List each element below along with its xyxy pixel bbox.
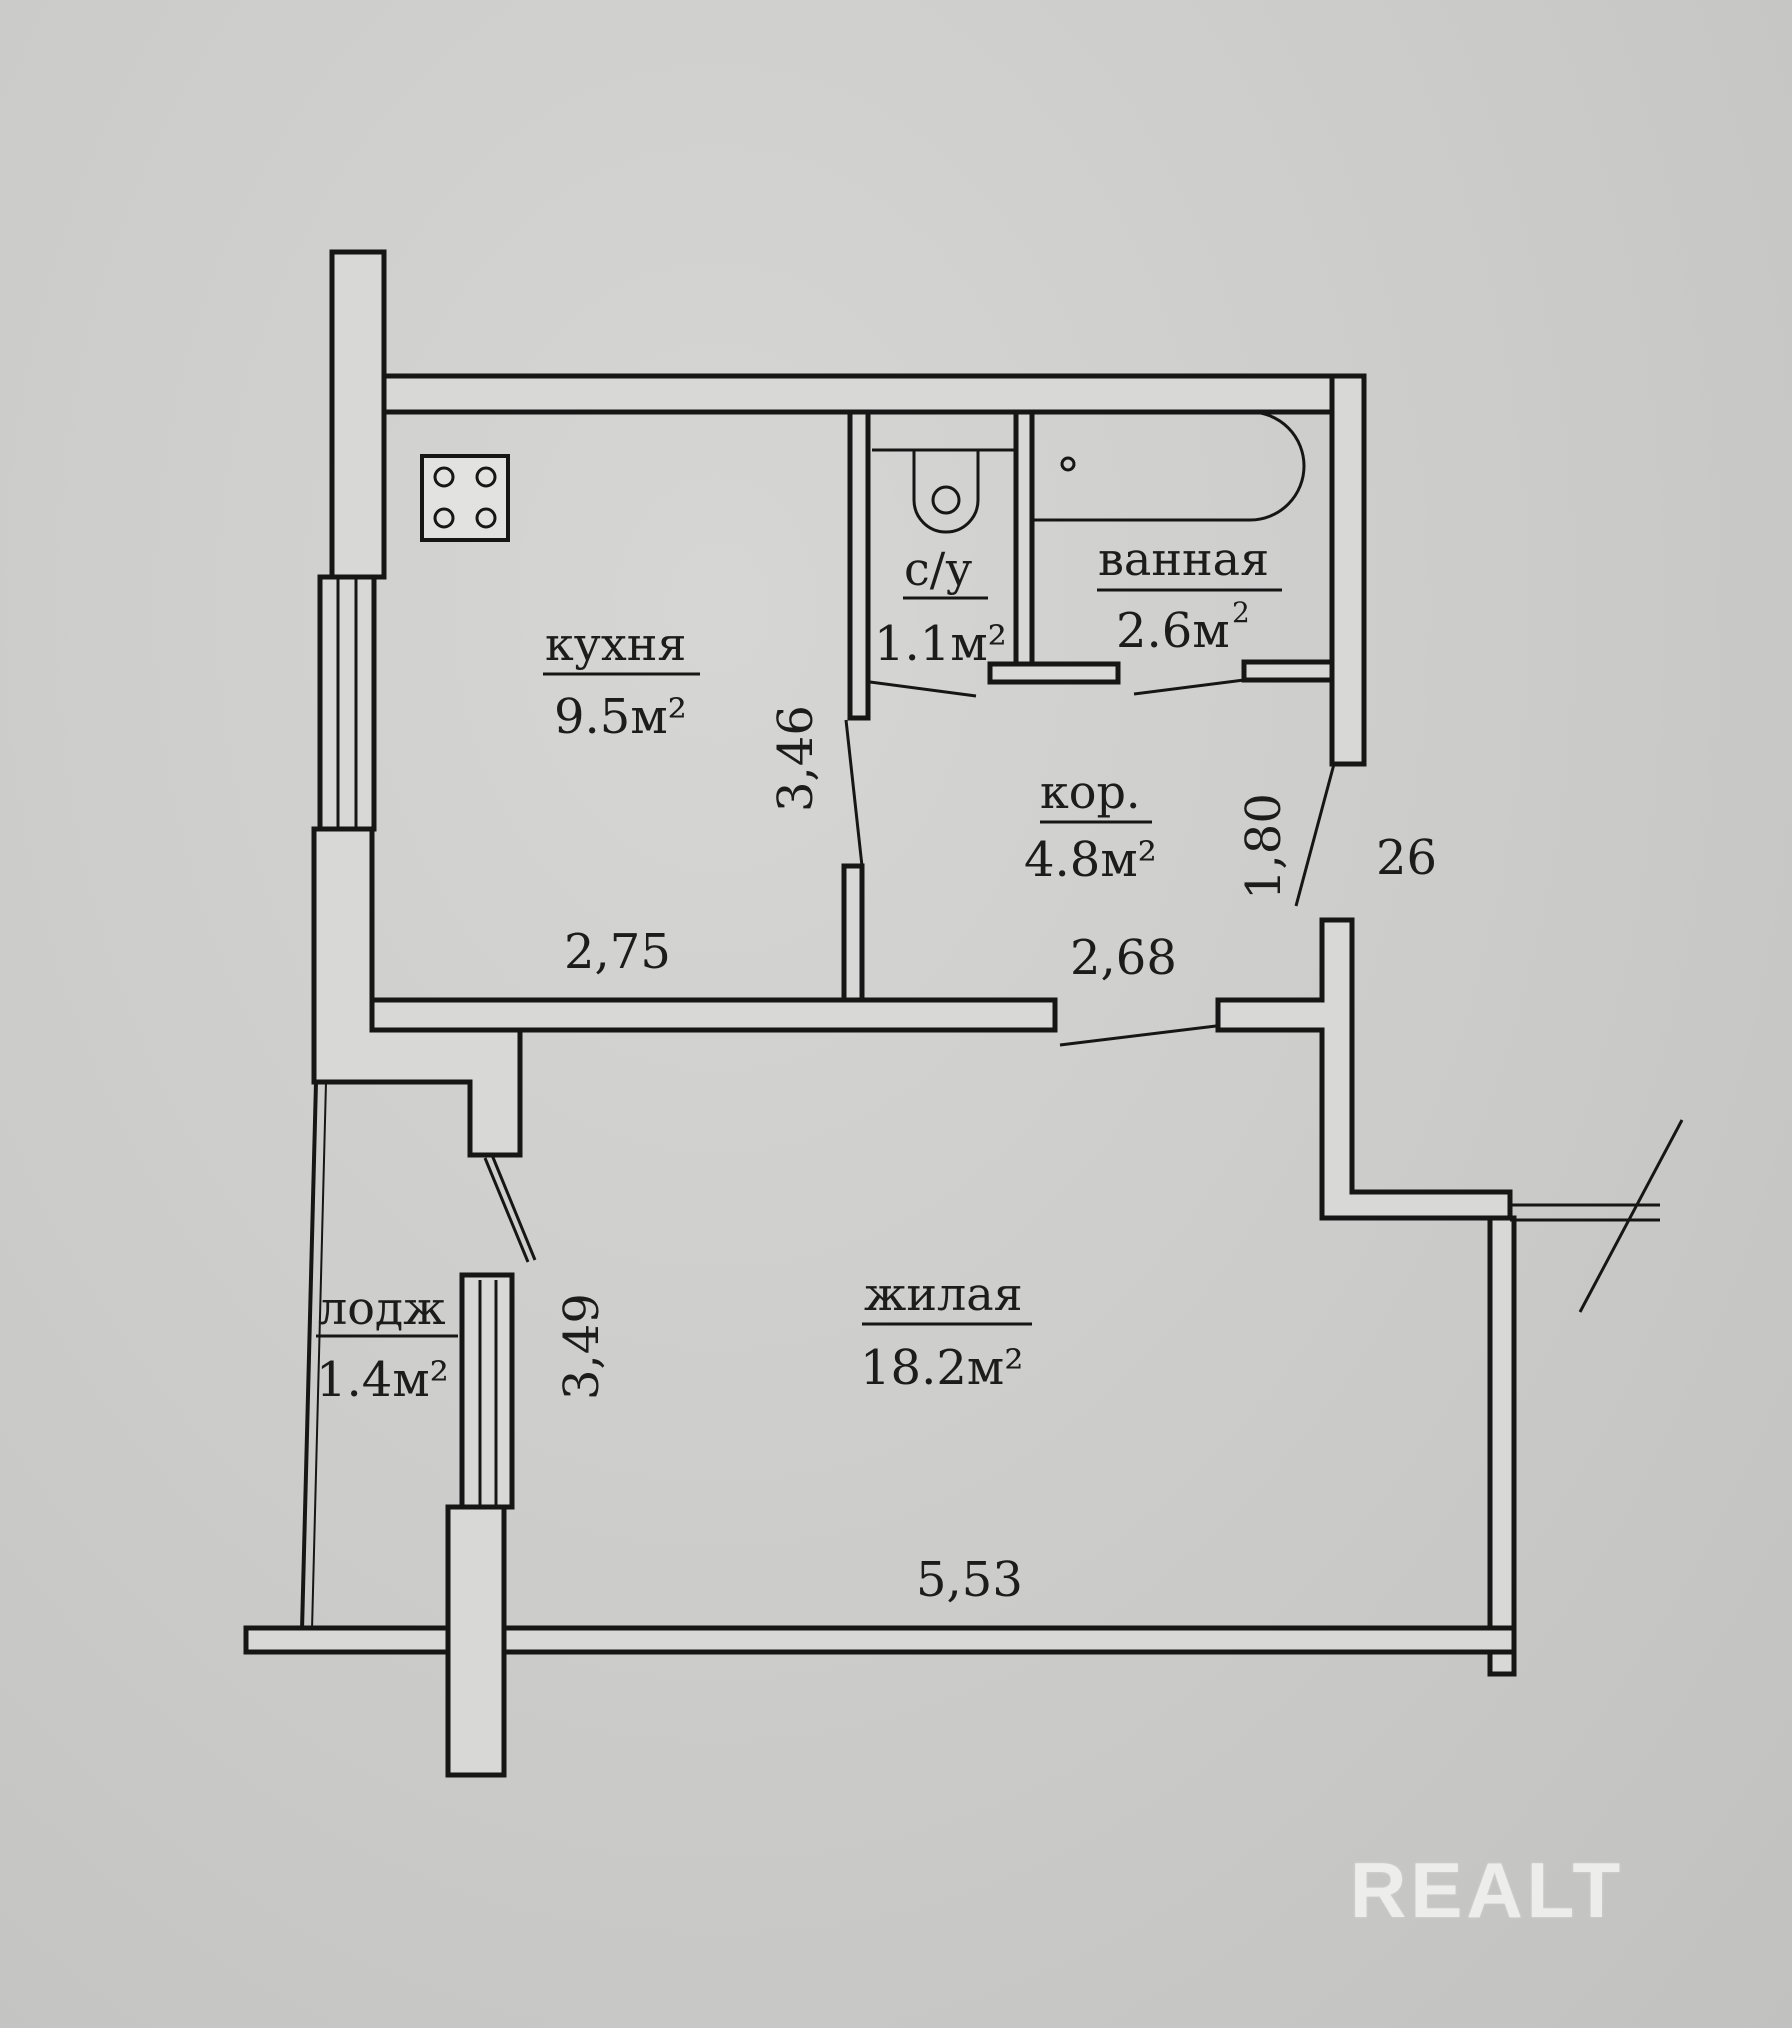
living-width: 5,53 bbox=[916, 1552, 1023, 1608]
wc-name: с/у bbox=[904, 542, 972, 596]
wall-wc-bath bbox=[1013, 409, 1035, 675]
stair-hatch bbox=[1578, 1119, 1684, 1313]
wall-bath-right bbox=[1329, 373, 1367, 767]
door-living bbox=[1059, 1024, 1217, 1047]
door-wc bbox=[869, 680, 977, 698]
walls bbox=[243, 249, 1517, 1778]
wall-pier-bottom bbox=[445, 1504, 507, 1778]
loggia-outline bbox=[300, 1081, 318, 1631]
door-kitchen bbox=[844, 719, 864, 867]
bathroom-area: 2.6м bbox=[1116, 603, 1230, 659]
kitchen-width: 2,75 bbox=[564, 924, 671, 980]
wall-wc-door-stub bbox=[987, 661, 1121, 685]
loggia-area: 1.4м² bbox=[316, 1352, 449, 1408]
living-area: 18.2м² bbox=[860, 1340, 1023, 1396]
wall-bottom bbox=[243, 1625, 1517, 1655]
wall-kitchen-wc bbox=[847, 409, 871, 721]
wall-top bbox=[381, 373, 1367, 415]
wall-living-right bbox=[1487, 1215, 1517, 1677]
wall-kitchen-corridor bbox=[841, 863, 865, 1003]
corridor-name: кор. bbox=[1040, 765, 1141, 819]
bathroom-area-superscript: 2 bbox=[1232, 596, 1250, 629]
kitchen-name: кухня bbox=[545, 617, 686, 671]
dimension-labels: 2,75 3,46 2,68 1,80 26 3,49 5,53 bbox=[554, 705, 1437, 1608]
corridor-area: 4.8м² bbox=[1024, 832, 1157, 888]
living-height: 3,49 bbox=[554, 1293, 610, 1400]
wall-kitchen-living bbox=[369, 997, 1058, 1033]
wall-corridor-right bbox=[1215, 917, 1513, 1221]
kitchen-area: 9.5м² bbox=[554, 689, 687, 745]
corridor-height: 1,80 bbox=[1236, 793, 1292, 900]
stair-note: 26 bbox=[1376, 830, 1437, 886]
wc-area: 1.1м² bbox=[874, 616, 1007, 672]
loggia-name: лодж bbox=[318, 1281, 446, 1335]
wall-left-upper bbox=[329, 249, 387, 580]
living-window bbox=[459, 1272, 515, 1510]
stove-icon bbox=[420, 454, 510, 542]
wall-bath-door-stub bbox=[1241, 659, 1335, 683]
bathtub-icon bbox=[1034, 410, 1306, 522]
door-bath bbox=[1133, 678, 1245, 696]
kitchen-window bbox=[317, 574, 377, 832]
realt-watermark-logo: REALT bbox=[1350, 1846, 1625, 1934]
door-swings bbox=[483, 678, 1684, 1313]
bathroom-name: ванная bbox=[1098, 532, 1269, 586]
wall-left-lower bbox=[311, 826, 523, 1158]
living-name: жилая bbox=[864, 1267, 1023, 1321]
door-loggia bbox=[483, 1157, 530, 1263]
kitchen-height: 3,46 bbox=[768, 705, 824, 812]
corridor-width: 2,68 bbox=[1070, 930, 1177, 986]
toilet-icon bbox=[872, 448, 1014, 534]
room-labels: кухня 9.5м² с/у 1.1м² ванная 2.6м 2 кор.… bbox=[316, 532, 1282, 1408]
door-entrance bbox=[1294, 763, 1336, 907]
